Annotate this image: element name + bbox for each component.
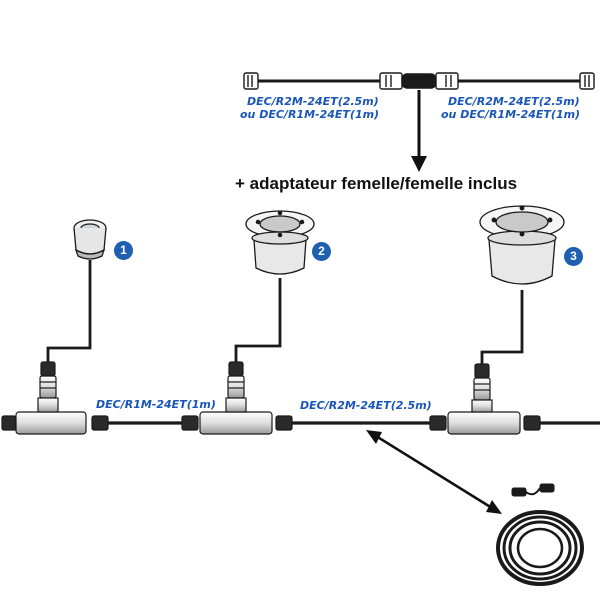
female-female-adapter (401, 73, 437, 89)
lamp-2-lead (234, 278, 282, 362)
top-right-cable-label-line1: DEC/R2M-24ET(2.5m) (448, 95, 580, 108)
coil-arrow (366, 430, 502, 514)
lamp-3-lead (480, 290, 524, 364)
lamp-3-badge: 3 (564, 247, 583, 266)
left-cable-end-connector (243, 72, 259, 90)
main-cable-run (1, 397, 600, 435)
adapter-note: + adaptateur femelle/femelle inclus (235, 174, 518, 193)
lamp-2-badge: 2 (312, 242, 331, 261)
t-junction-2-stem (227, 361, 245, 399)
top-extension-cable (243, 72, 595, 90)
lamp-3 (479, 205, 565, 285)
t-junction-3-stem (473, 363, 491, 401)
main-segment-2-label: DEC/R2M-24ET(2.5m) (300, 399, 432, 412)
top-left-cable-label-line1: DEC/R2M-24ET(2.5m) (247, 95, 379, 108)
top-left-cable-label-line2: ou DEC/R1M-24ET(1m) (240, 108, 380, 121)
lamp-1 (73, 219, 107, 260)
middle-right-connector (435, 72, 459, 90)
lamp-1-badge: 1 (114, 241, 133, 260)
lamp-1-lead (46, 260, 92, 362)
top-right-cable-label-line2: ou DEC/R1M-24ET(1m) (441, 108, 581, 121)
lamp-2 (245, 210, 315, 275)
main-segment-1-label: DEC/R1M-24ET(1m) (96, 398, 216, 411)
cable-coil (496, 483, 584, 586)
right-cable-end-connector (579, 72, 595, 90)
adapter-arrow (411, 90, 427, 172)
t-junction-1-stem (39, 361, 57, 399)
